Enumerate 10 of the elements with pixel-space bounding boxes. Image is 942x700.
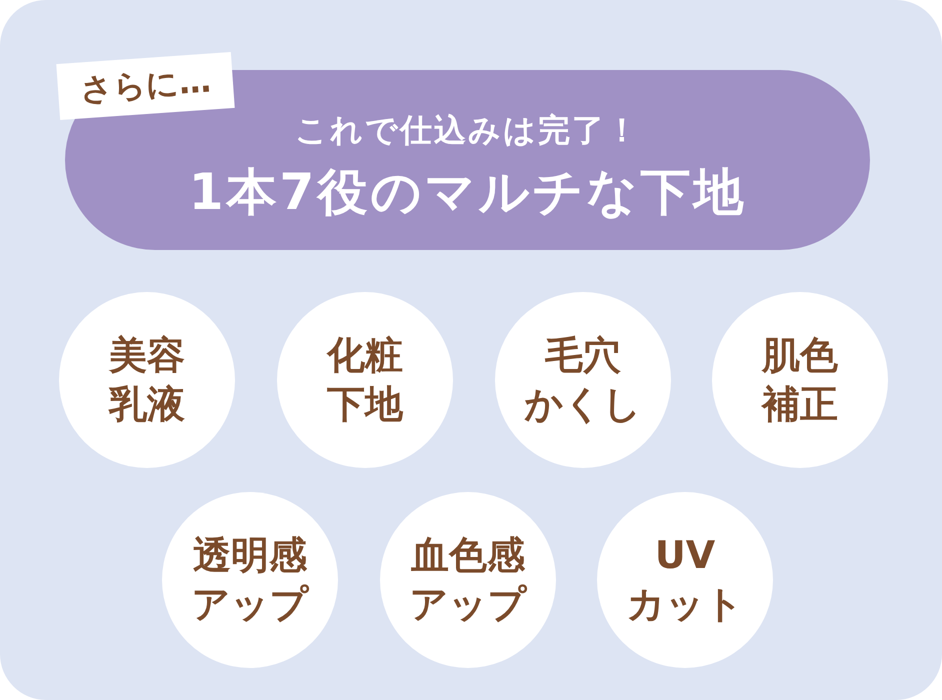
feature-label: 化粧下地 [327,332,403,428]
feature-label: 透明感アップ [192,532,308,628]
feature-label: UVカット [626,532,744,628]
feature-label: 美容乳液 [109,332,185,428]
feature-label: 肌色補正 [762,332,838,428]
tag-label: さらに… [56,52,235,120]
feature-label: 毛穴かくし [524,332,642,428]
headline: 1本7役のマルチな下地 [188,162,746,222]
feature-label: 血色感アップ [410,532,526,628]
subheading: これで仕込みは完了！ [295,110,640,150]
